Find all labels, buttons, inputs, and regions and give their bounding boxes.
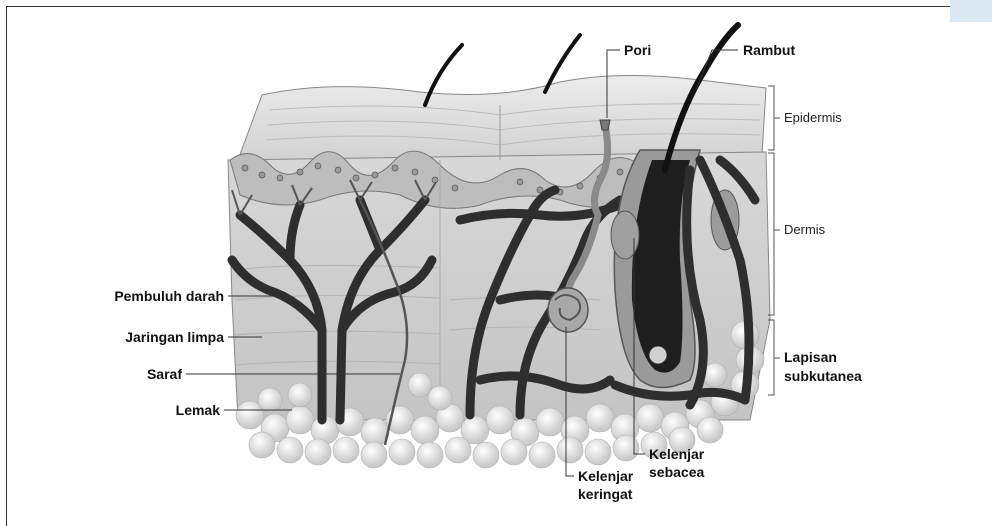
label-kelenjar-keringat-1: Kelenjar	[578, 468, 634, 484]
label-kelenjar-keringat-2: keringat	[578, 486, 633, 502]
label-epidermis: Epidermis	[784, 110, 842, 125]
label-saraf: Saraf	[147, 366, 182, 382]
label-lapisan: Lapisan	[784, 349, 837, 365]
label-subkutanea: subkutanea	[784, 368, 862, 384]
skin-diagram: Pori Rambut Epidermis Dermis Lapisan sub…	[0, 0, 992, 505]
pore	[600, 120, 610, 130]
label-lemak: Lemak	[176, 402, 221, 418]
label-dermis: Dermis	[784, 222, 826, 237]
label-kelenjar-sebacea-2: sebacea	[649, 464, 704, 480]
label-kelenjar-sebacea-1: Kelenjar	[649, 446, 705, 462]
layer-brackets	[768, 86, 780, 395]
label-pembuluh-darah: Pembuluh darah	[114, 288, 224, 304]
label-pori: Pori	[624, 42, 651, 58]
label-jaringan-limpa: Jaringan limpa	[125, 329, 224, 345]
label-rambut: Rambut	[743, 42, 795, 58]
